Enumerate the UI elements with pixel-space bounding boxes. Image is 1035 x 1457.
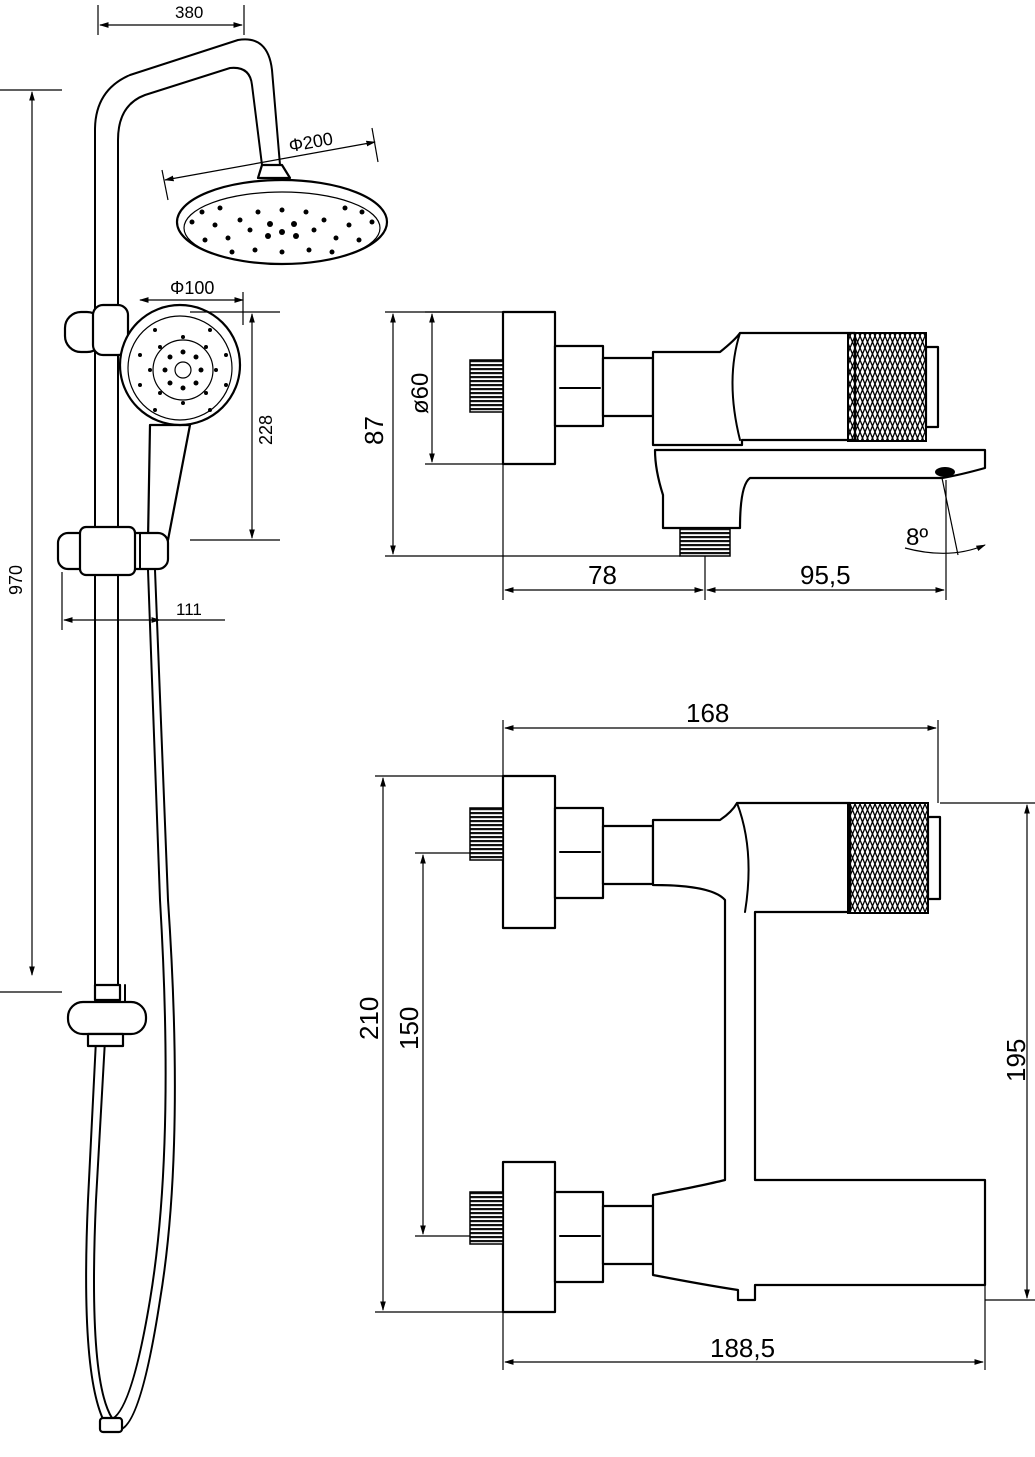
upper-wall-flange <box>501 774 557 930</box>
spout <box>653 448 987 530</box>
knurled-handle-front <box>847 802 929 914</box>
dim-hand-height: 228 <box>256 415 276 445</box>
hose-lower-2 <box>93 1039 113 1419</box>
hose-inner <box>117 569 176 1431</box>
dim-column-height: 970 <box>6 565 26 595</box>
dim-inlet-spacing: 150 <box>394 1007 424 1050</box>
column-dimensions <box>0 5 379 993</box>
dim-body-height: 195 <box>1001 1039 1031 1082</box>
lower-wall-flange <box>501 1160 557 1314</box>
knurled-handle <box>847 332 927 442</box>
hose-lower-1 <box>85 1039 107 1426</box>
mixer-front-view <box>375 720 1035 1370</box>
head-shower <box>175 163 389 266</box>
dim-side-height: 87 <box>359 416 389 445</box>
hose-outer <box>107 569 167 1421</box>
inlet-thread <box>469 359 504 413</box>
dimension-labels: 380 Φ200 Φ100 228 970 111 87 ø60 78 95,5… <box>6 3 1031 1363</box>
side-dimensions <box>385 311 986 600</box>
mixer-side-view <box>385 310 987 600</box>
dim-side-depth: 78 <box>588 560 617 590</box>
hand-shower <box>118 303 242 542</box>
dim-flange-diameter: ø60 <box>407 373 434 414</box>
dim-overall-width: 188,5 <box>710 1333 775 1363</box>
diverter <box>66 983 148 1048</box>
wall-flange <box>501 310 557 466</box>
dim-head-diameter: Φ200 <box>287 129 334 156</box>
lower-holder <box>56 525 170 577</box>
dim-hand-diameter: Φ100 <box>170 278 214 298</box>
dim-spout-length: 95,5 <box>800 560 851 590</box>
dim-spout-angle: 8º <box>906 524 928 551</box>
upper-slider <box>63 303 130 357</box>
front-dimensions <box>375 720 1035 1370</box>
dim-column-offset: 111 <box>176 600 202 619</box>
column-pipe-outer <box>94 38 281 991</box>
dim-arm-reach: 380 <box>175 3 203 22</box>
mixer-body <box>651 331 857 447</box>
dim-overall-height: 210 <box>354 997 384 1040</box>
shower-column-drawing <box>0 5 389 1434</box>
column-pipe-inner <box>117 66 263 991</box>
dim-top-width: 168 <box>686 698 729 728</box>
